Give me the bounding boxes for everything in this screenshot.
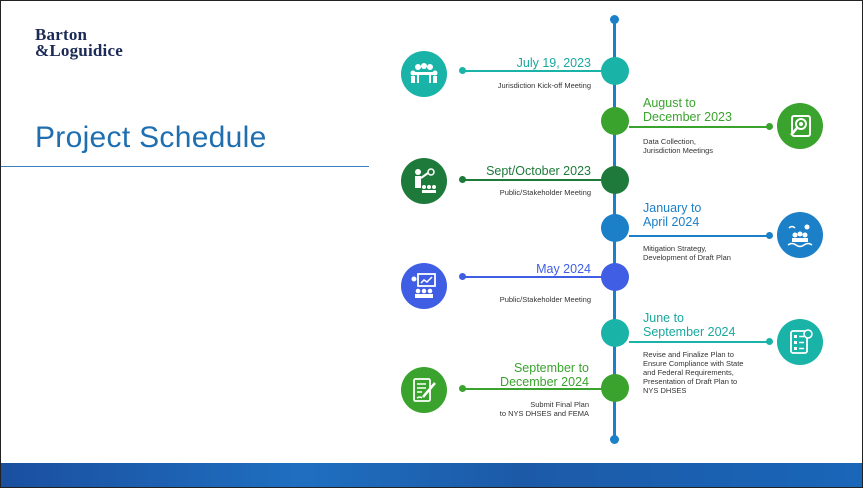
connector-4-dot xyxy=(766,232,773,239)
checklist-icon xyxy=(777,319,823,365)
milestone-3-date: Sept/October 2023 xyxy=(486,164,591,178)
document-sign-icon xyxy=(401,367,447,413)
milestone-6-description-line4: Presentation of Draft Plan to xyxy=(643,377,738,386)
connector-4 xyxy=(629,235,769,237)
timeline-bottom-cap xyxy=(610,435,619,444)
connector-3 xyxy=(463,179,603,181)
footer-band xyxy=(1,463,862,487)
milestone-1-date: July 19, 2023 xyxy=(516,56,591,70)
connector-6 xyxy=(629,341,769,343)
connector-5-dot xyxy=(459,273,466,280)
logo-line-2: &Loguidice xyxy=(35,41,123,60)
company-logo: Barton &Loguidice xyxy=(35,25,123,60)
timeline-node-6 xyxy=(601,319,629,347)
milestone-7-date-line1: September to xyxy=(513,361,589,375)
timeline-top-cap xyxy=(610,15,619,24)
milestone-4-date-line2: April 2024 xyxy=(643,215,700,229)
milestone-6-date-line1: June to xyxy=(643,311,685,325)
milestone-4-description: Mitigation Strategy, Development of Draf… xyxy=(643,244,783,262)
milestone-4-date: January to April 2024 xyxy=(643,201,783,229)
milestone-1-description: Jurisdiction Kick-off Meeting xyxy=(497,81,591,90)
milestone-7-description-line1: Submit Final Plan xyxy=(530,400,589,409)
milestone-2-date-line2: December 2023 xyxy=(643,110,732,124)
connector-2-dot xyxy=(766,123,773,130)
connector-2 xyxy=(629,126,769,128)
milestone-2-date: August to December 2023 xyxy=(643,96,783,124)
timeline-node-1 xyxy=(601,57,629,85)
milestone-2-description: Data Collection, Jurisdiction Meetings xyxy=(643,137,783,155)
milestone-7-description: Submit Final Plan to NYS DHSES and FEMA xyxy=(441,400,589,418)
timeline-node-7 xyxy=(601,374,629,402)
connector-5 xyxy=(463,276,603,278)
milestone-7-date: September to December 2024 xyxy=(441,361,589,389)
connector-7 xyxy=(463,388,603,390)
connector-1 xyxy=(463,70,603,72)
milestone-5-description: Public/Stakeholder Meeting xyxy=(499,295,591,304)
presentation-audience-icon xyxy=(401,263,447,309)
timeline-node-2 xyxy=(601,107,629,135)
milestone-2-date-line1: August to xyxy=(643,96,696,110)
weather-community-icon xyxy=(777,212,823,258)
milestone-3-description: Public/Stakeholder Meeting xyxy=(499,188,591,197)
milestone-6-description-line3: and Federal Requirements, xyxy=(643,368,734,377)
milestone-2-description-line1: Data Collection, xyxy=(643,137,696,146)
milestone-7-date-line2: December 2024 xyxy=(500,375,589,389)
page-title: Project Schedule xyxy=(35,121,267,154)
connector-1-dot xyxy=(459,67,466,74)
meeting-table-icon xyxy=(401,51,447,97)
milestone-6-description-line5: NYS DHSES xyxy=(643,386,687,395)
timeline-node-4 xyxy=(601,214,629,242)
milestone-6-description: Revise and Finalize Plan to Ensure Compl… xyxy=(643,350,793,395)
milestone-4-description-line1: Mitigation Strategy, xyxy=(643,244,707,253)
milestone-6-description-line1: Revise and Finalize Plan to xyxy=(643,350,734,359)
connector-3-dot xyxy=(459,176,466,183)
presenter-icon xyxy=(401,158,447,204)
data-search-icon xyxy=(777,103,823,149)
title-underline xyxy=(1,166,369,167)
milestone-7-description-line2: to NYS DHSES and FEMA xyxy=(499,409,589,418)
milestone-2-description-line2: Jurisdiction Meetings xyxy=(643,146,714,155)
milestone-6-date: June to September 2024 xyxy=(643,311,783,339)
connector-6-dot xyxy=(766,338,773,345)
milestone-4-date-line1: January to xyxy=(643,201,702,215)
connector-7-dot xyxy=(459,385,466,392)
timeline-node-3 xyxy=(601,166,629,194)
milestone-6-date-line2: September 2024 xyxy=(643,325,736,339)
milestone-5-date: May 2024 xyxy=(536,262,591,276)
milestone-4-description-line2: Development of Draft Plan xyxy=(643,253,731,262)
logo-line-1: Barton xyxy=(35,25,88,44)
milestone-6-description-line2: Ensure Compliance with State xyxy=(643,359,744,368)
timeline-node-5 xyxy=(601,263,629,291)
